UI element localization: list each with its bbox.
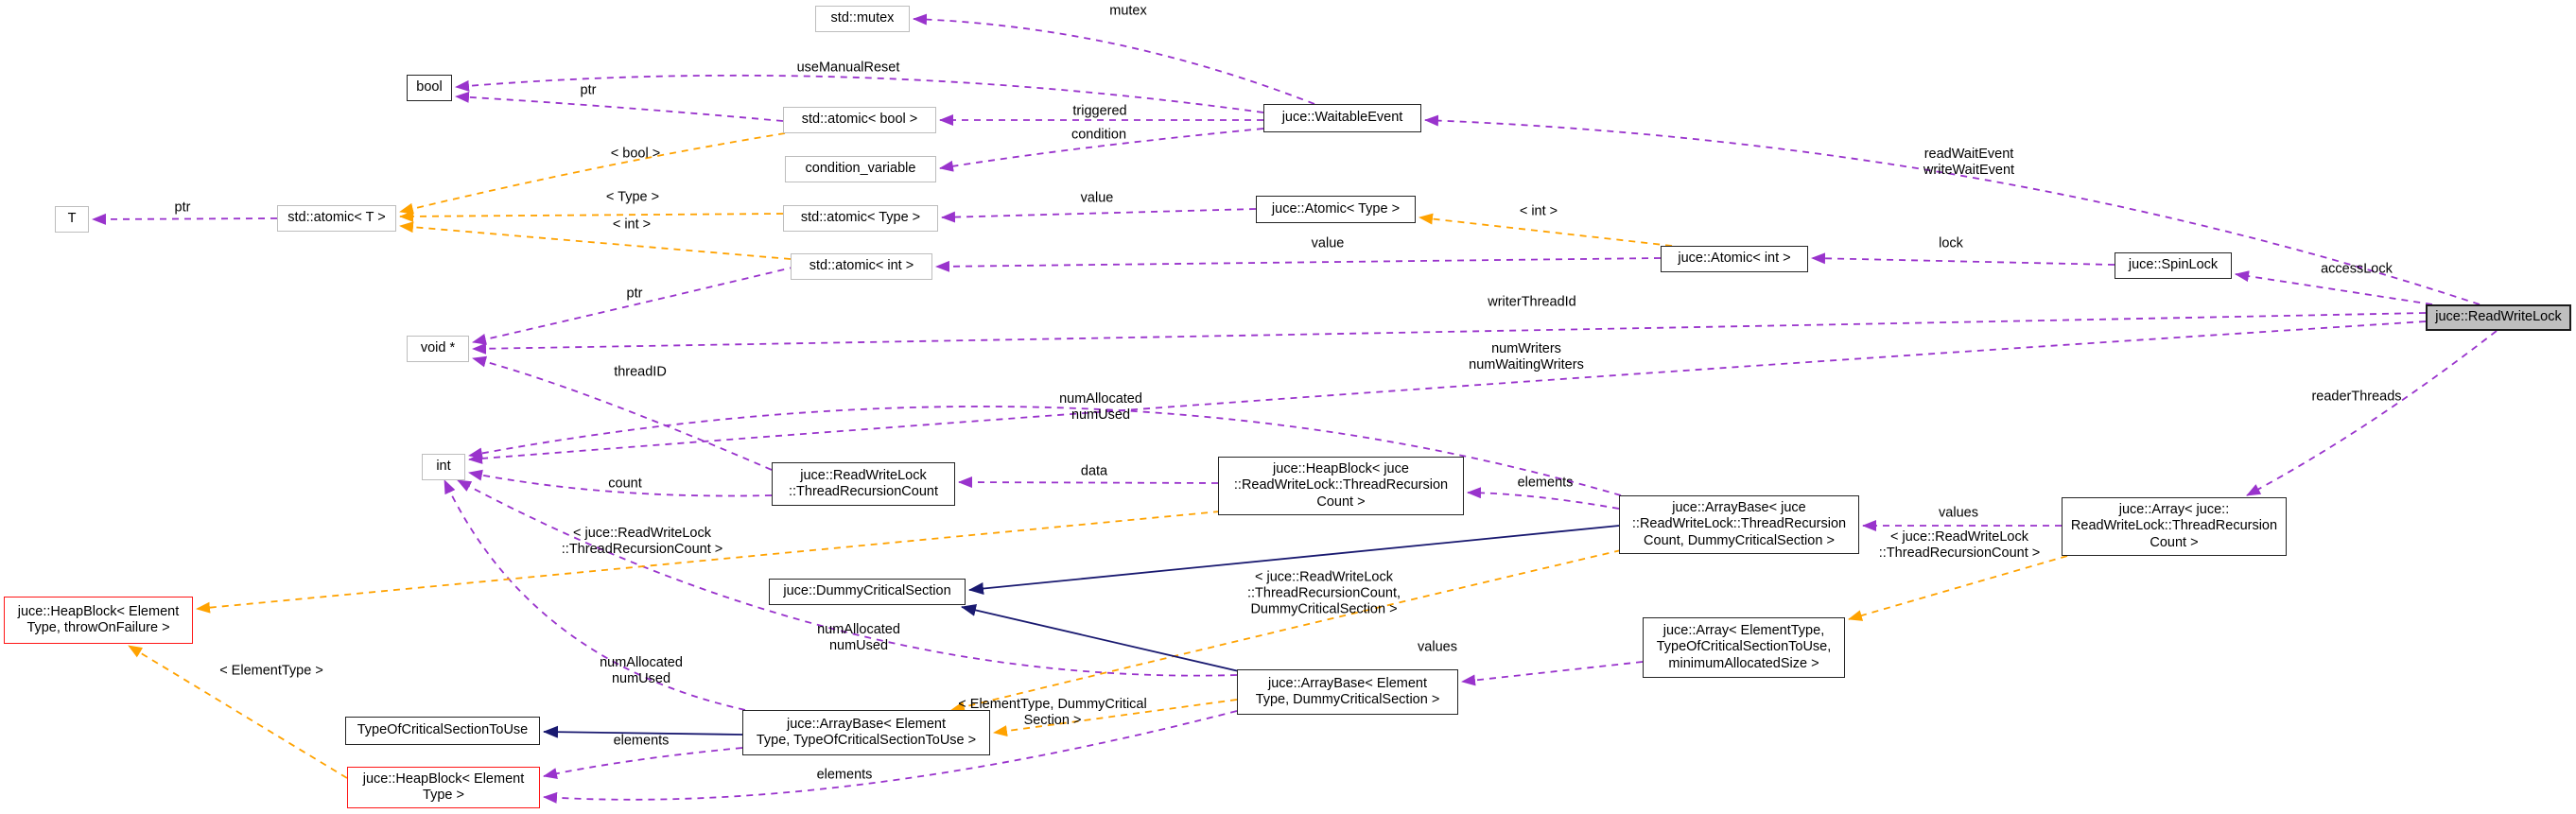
edge-value-type-arrow (941, 208, 1257, 223)
dummy-critical-section-node[interactable]: juce::DummyCriticalSection (769, 579, 966, 605)
edge-condition-arrow (939, 128, 1264, 172)
edge-num-allocated-et-dcs-arrow (457, 479, 1238, 677)
edge-thread-id-arrow (472, 355, 773, 471)
edge-tpl-heapblock-trc-arrow (196, 511, 1221, 614)
std-atomic-int-node: std::atomic< int > (791, 253, 932, 280)
edge-count-arrow (468, 469, 773, 497)
bool-node[interactable]: bool (407, 75, 452, 101)
void-ptr-node: void * (407, 336, 469, 362)
edge-tpl-arraybase-trc-arrow (950, 549, 1622, 713)
edge-tpl-array-trc-arrow (1848, 555, 2068, 621)
juce-atomic-int-node[interactable]: juce::Atomic< int > (1661, 246, 1808, 272)
heapblock-trc-node[interactable]: juce::HeapBlock< juce ::ReadWriteLock::T… (1218, 457, 1464, 515)
edge-value-int-arrow (935, 257, 1662, 272)
edge-lock-arrow (1811, 252, 2115, 266)
edge-data-arrow (958, 476, 1219, 489)
t-type-node: T (55, 206, 89, 233)
edge-inherit-arraybase-trc-dcs-arrow (968, 525, 1620, 595)
edge-elements-et-dcs-arrow (543, 710, 1238, 804)
edge-num-allocated-trc-arrow (468, 406, 1622, 496)
edge-tpl-bool-arrow (399, 132, 786, 215)
edge-ptr-t-arrow (92, 213, 278, 225)
edge-inherit-arraybase-et-dcs-arrow (961, 604, 1240, 672)
condition-variable-node: condition_variable (785, 156, 936, 182)
edge-ptr-void-arrow (472, 266, 797, 345)
edge-elements-trc-arrow (1467, 487, 1620, 510)
edge-reader-threads-arrow (2246, 330, 2498, 496)
std-atomic-type-node: std::atomic< Type > (783, 205, 938, 232)
array-trc-node[interactable]: juce::Array< juce:: ReadWriteLock::Threa… (2062, 497, 2287, 556)
thread-recursion-count-node[interactable]: juce::ReadWriteLock ::ThreadRecursionCou… (772, 462, 955, 506)
juce-spinlock-node[interactable]: juce::SpinLock (2115, 252, 2232, 279)
juce-readwritelock-node: juce::ReadWriteLock (2426, 304, 2571, 331)
juce-waitable-event-node[interactable]: juce::WaitableEvent (1263, 104, 1421, 132)
edge-tpl-arraybase-et-arrow (993, 699, 1238, 737)
heapblock-et-tof-node[interactable]: juce::HeapBlock< Element Type, throwOnFa… (4, 597, 193, 644)
edge-read-write-wait-event-arrow (1424, 114, 2480, 305)
edge-mutex-arrow (913, 13, 1315, 105)
edge-tpl-type-arrow (399, 210, 784, 222)
edge-tpl-int-juce-arrow (1419, 213, 1673, 247)
edge-access-lock-arrow (2235, 270, 2433, 305)
array-et-node[interactable]: juce::Array< ElementType, TypeOfCritical… (1643, 617, 1845, 678)
int-type-node: int (422, 454, 465, 480)
std-mutex-node: std::mutex (815, 6, 910, 32)
arraybase-trc-dcs-node[interactable]: juce::ArrayBase< juce ::ReadWriteLock::T… (1619, 495, 1859, 554)
edge-tpl-heapblock-et-arrow (128, 645, 348, 779)
type-of-critical-section-to-use-node[interactable]: TypeOfCriticalSectionToUse (345, 717, 540, 745)
edge-elements-et-tocs-arrow (543, 747, 743, 779)
edge-inherit-arraybase-et-tocs-arrow (543, 725, 743, 738)
std-atomic-t-node: std::atomic< T > (277, 205, 396, 232)
std-atomic-bool-node: std::atomic< bool > (783, 107, 936, 133)
juce-atomic-type-node[interactable]: juce::Atomic< Type > (1256, 196, 1416, 223)
edge-num-writers-arrow (468, 320, 2427, 464)
edge-num-allocated-et-tocs-arrow (444, 479, 746, 711)
edge-writer-thread-id-arrow (472, 312, 2427, 355)
edge-tpl-int-atomic-arrow (399, 221, 792, 260)
arraybase-et-tocs-node[interactable]: juce::ArrayBase< Element Type, TypeOfCri… (742, 710, 990, 755)
edge-ptr-bool-arrow (455, 91, 784, 122)
heapblock-et-node[interactable]: juce::HeapBlock< Element Type > (347, 767, 540, 808)
edge-values-et-arrow (1461, 661, 1644, 686)
arraybase-et-dcs-node[interactable]: juce::ArrayBase< Element Type, DummyCrit… (1237, 669, 1458, 715)
